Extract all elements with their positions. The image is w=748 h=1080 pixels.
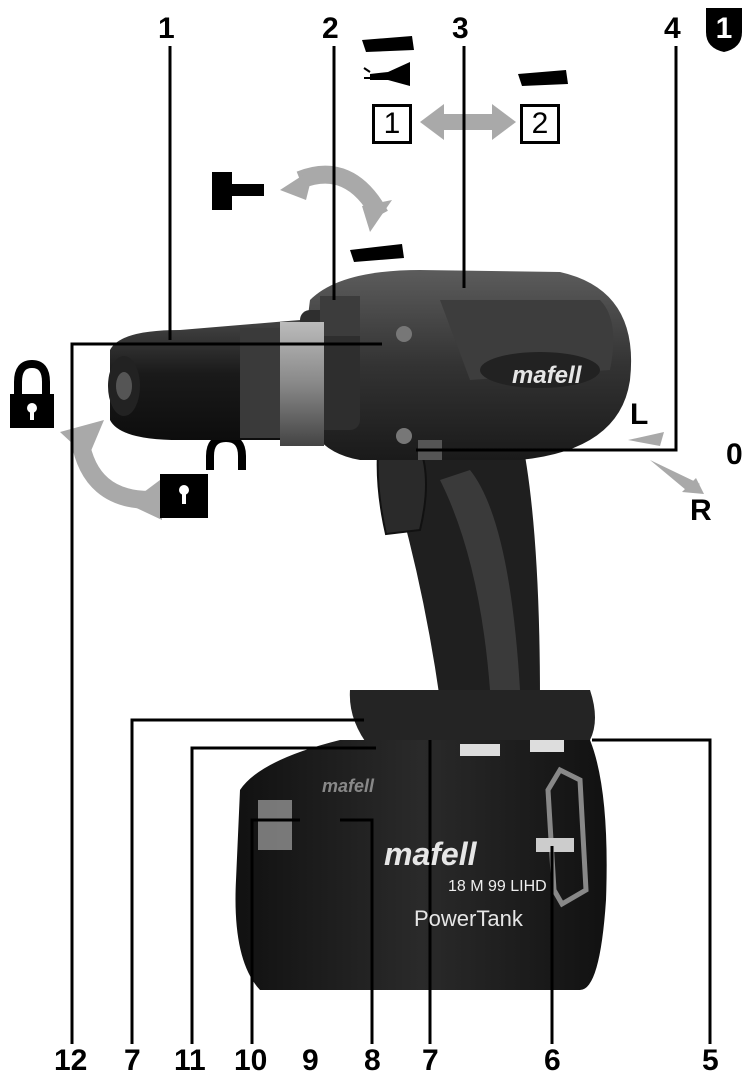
callout-5: 5 [702,1044,719,1077]
leader-lines [70,46,712,1044]
gear-arrow [420,104,516,140]
battery-model: 18 M 99 LIHD [448,878,547,895]
battery-top-logo: mafell [322,776,375,796]
hammer-arrowhead-left [280,168,314,200]
callout-7-left: 7 [124,1044,141,1077]
drill-body [108,270,632,990]
direction-left-label: L [630,398,649,431]
direction-neutral-label: 0 [726,438,743,471]
direction-arrows [628,432,704,494]
hammer-icon [212,172,264,210]
padlock-open-icon [160,433,246,518]
drill-bit-icon-top [362,36,414,52]
drill-bit-icon-gear2 [518,70,568,86]
chuck-lock-arrowhead-bottom [128,480,162,520]
hammer-arrowhead-right [362,200,392,232]
callout-12: 12 [54,1044,88,1077]
callout-11: 11 [174,1044,206,1077]
callout-3: 3 [452,12,469,45]
callout-1: 1 [158,12,175,45]
housing-logo: mafell [512,362,582,389]
callout-4: 4 [664,12,681,45]
callout-10: 10 [234,1044,268,1077]
figure-badge: 1 [704,6,744,54]
callout-8: 8 [364,1044,381,1077]
callout-6: 6 [544,1044,561,1077]
gear-2-box: 2 [520,104,560,144]
gear-1-box: 1 [372,104,412,144]
battery-logo: mafell [384,836,477,872]
callout-2: 2 [322,12,339,45]
direction-right-label: R [690,494,712,527]
drill-bit-icon-mid [350,244,404,262]
chuck-lock-arrowhead-top [60,420,104,458]
padlock-closed-icon [10,359,54,428]
callout-9: 9 [302,1044,319,1077]
battery-name: PowerTank [414,906,523,931]
badge-shield-icon [706,8,742,52]
callout-7-right: 7 [422,1044,439,1077]
screwdriver-bit-icon [363,62,410,86]
figure-badge-number: 1 [715,12,733,45]
